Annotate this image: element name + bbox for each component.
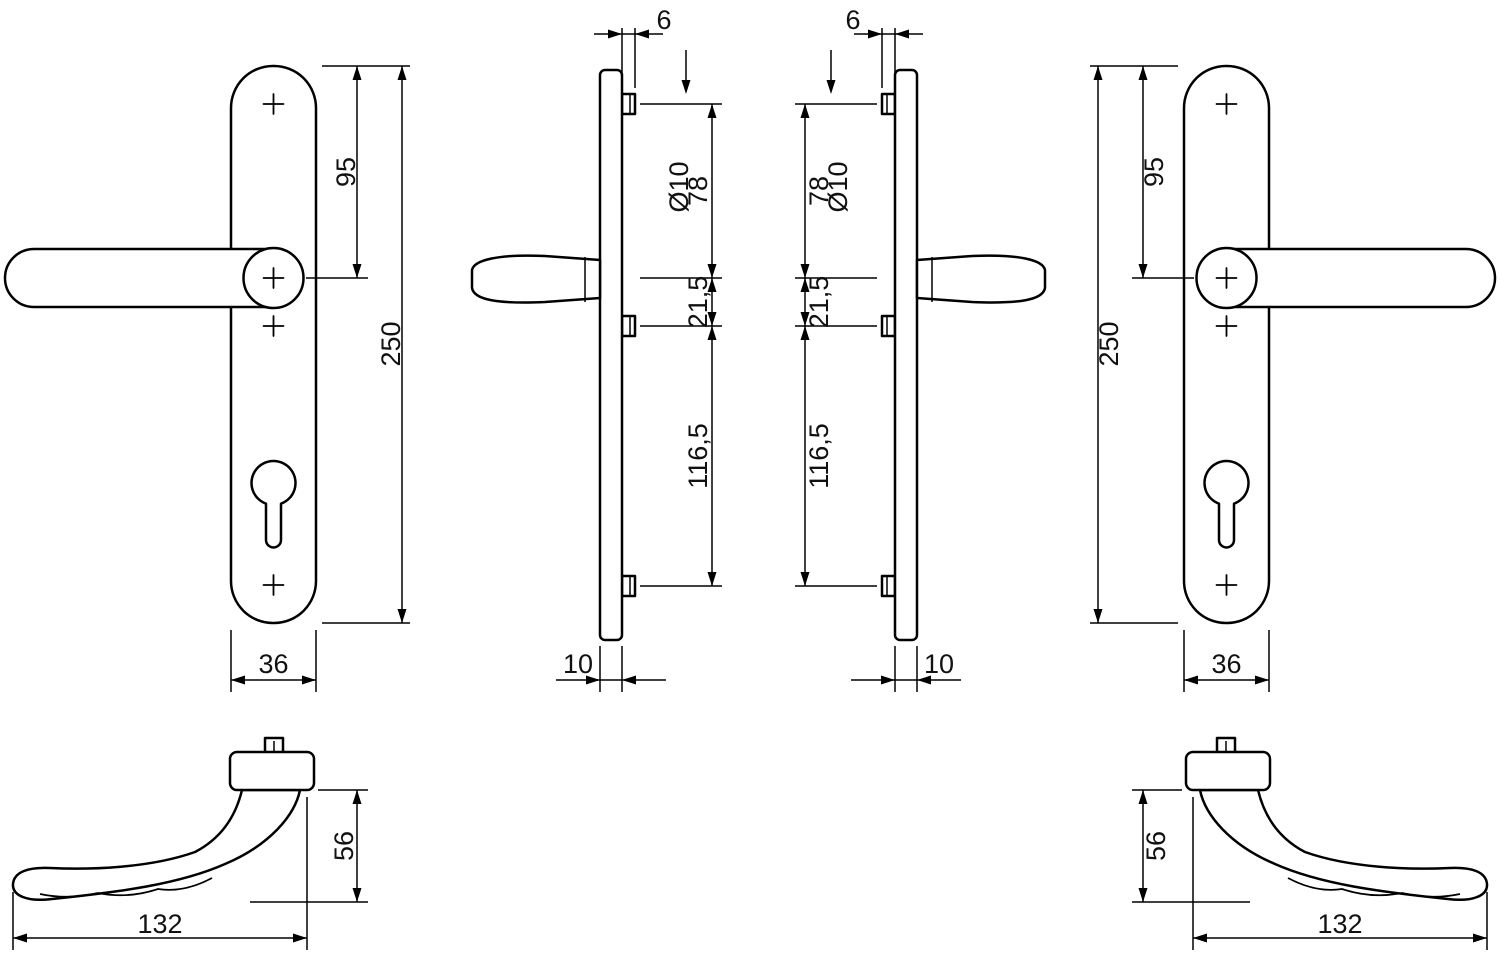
dim-label-78-side-right: 78	[804, 176, 834, 206]
dim-label-21-5-side-right: 21,5	[804, 276, 834, 329]
top-view-right	[1130, 736, 1489, 952]
dim-label-95-front-right: 95	[1139, 157, 1169, 187]
dim-label-10-side-right: 10	[924, 649, 954, 679]
dim-label-10-side-left: 10	[563, 649, 593, 679]
dim-label-132-top-right: 132	[1317, 909, 1362, 939]
dim-label-21-5-side-left: 21,5	[683, 276, 713, 329]
side-view-left	[470, 26, 724, 694]
dim-label-250-front-left: 250	[376, 321, 406, 366]
dim-label-6-side-left: 6	[656, 5, 671, 35]
dim-label-132-top-left: 132	[137, 909, 182, 939]
dim-label-36-front-left: 36	[258, 649, 288, 679]
side-view-right	[793, 26, 1047, 694]
dim-label-6-side-right: 6	[845, 5, 860, 35]
dim-label-56-top-right: 56	[1141, 831, 1171, 861]
dim-label-diameter-side-left: Ø10	[664, 161, 694, 212]
dim-label-250-front-right: 250	[1094, 321, 1124, 366]
dim-label-diameter-side-right: Ø10	[823, 161, 853, 212]
dim-label-95-front-left: 95	[331, 157, 361, 187]
top-view-left	[11, 736, 370, 952]
dim-label-36-front-right: 36	[1211, 649, 1241, 679]
dim-label-116-5-side-left: 116,5	[683, 423, 713, 489]
dim-label-78-side-left: 78	[683, 176, 713, 206]
dim-label-116-5-side-right: 116,5	[804, 423, 834, 489]
dim-label-56-top-left: 56	[329, 831, 359, 861]
